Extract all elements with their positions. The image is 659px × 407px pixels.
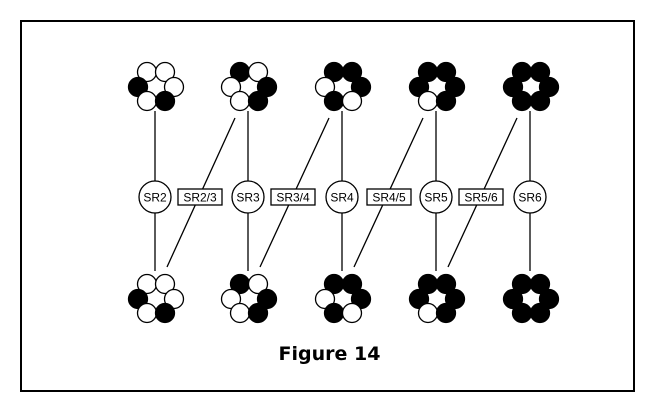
empty-dot <box>154 273 176 295</box>
filled-dot <box>435 90 457 112</box>
filled-dot <box>529 273 551 295</box>
box-label: SR5/6 <box>464 191 498 205</box>
filled-dot <box>341 61 363 83</box>
node-box <box>270 188 316 206</box>
node-label: SR2 <box>143 191 167 205</box>
node-circle <box>513 180 547 214</box>
node-label: SR3 <box>236 191 260 205</box>
filled-dot <box>529 90 551 112</box>
figure-caption: Figure 14 <box>278 343 381 365</box>
filled-dot <box>511 302 533 324</box>
node-label: SR6 <box>518 191 542 205</box>
empty-dot <box>136 90 158 112</box>
node-box <box>366 188 412 206</box>
box-label: SR2/3 <box>183 191 217 205</box>
empty-dot <box>229 90 251 112</box>
filled-dot <box>511 90 533 112</box>
filled-dot <box>529 61 551 83</box>
filled-dot <box>435 61 457 83</box>
empty-dot <box>341 302 363 324</box>
node-box <box>177 188 223 206</box>
empty-dot <box>247 273 269 295</box>
box-label: SR3/4 <box>276 191 310 205</box>
filled-dot <box>247 302 269 324</box>
filled-dot <box>323 302 345 324</box>
filled-dot <box>154 302 176 324</box>
figure-frame <box>20 20 635 392</box>
node-circle <box>419 180 453 214</box>
empty-dot <box>136 302 158 324</box>
empty-dot <box>341 90 363 112</box>
filled-dot <box>435 273 457 295</box>
node-label: SR4 <box>330 191 354 205</box>
filled-dot <box>323 90 345 112</box>
node-box <box>458 188 504 206</box>
empty-dot <box>417 90 439 112</box>
empty-dot <box>417 302 439 324</box>
node-label: SR5 <box>424 191 448 205</box>
filled-dot <box>435 302 457 324</box>
box-label: SR4/5 <box>372 191 406 205</box>
filled-dot <box>154 90 176 112</box>
empty-dot <box>229 302 251 324</box>
filled-dot <box>529 302 551 324</box>
empty-dot <box>247 61 269 83</box>
node-circle <box>138 180 172 214</box>
filled-dot <box>341 273 363 295</box>
node-circle <box>231 180 265 214</box>
empty-dot <box>154 61 176 83</box>
node-circle <box>325 180 359 214</box>
filled-dot <box>247 90 269 112</box>
